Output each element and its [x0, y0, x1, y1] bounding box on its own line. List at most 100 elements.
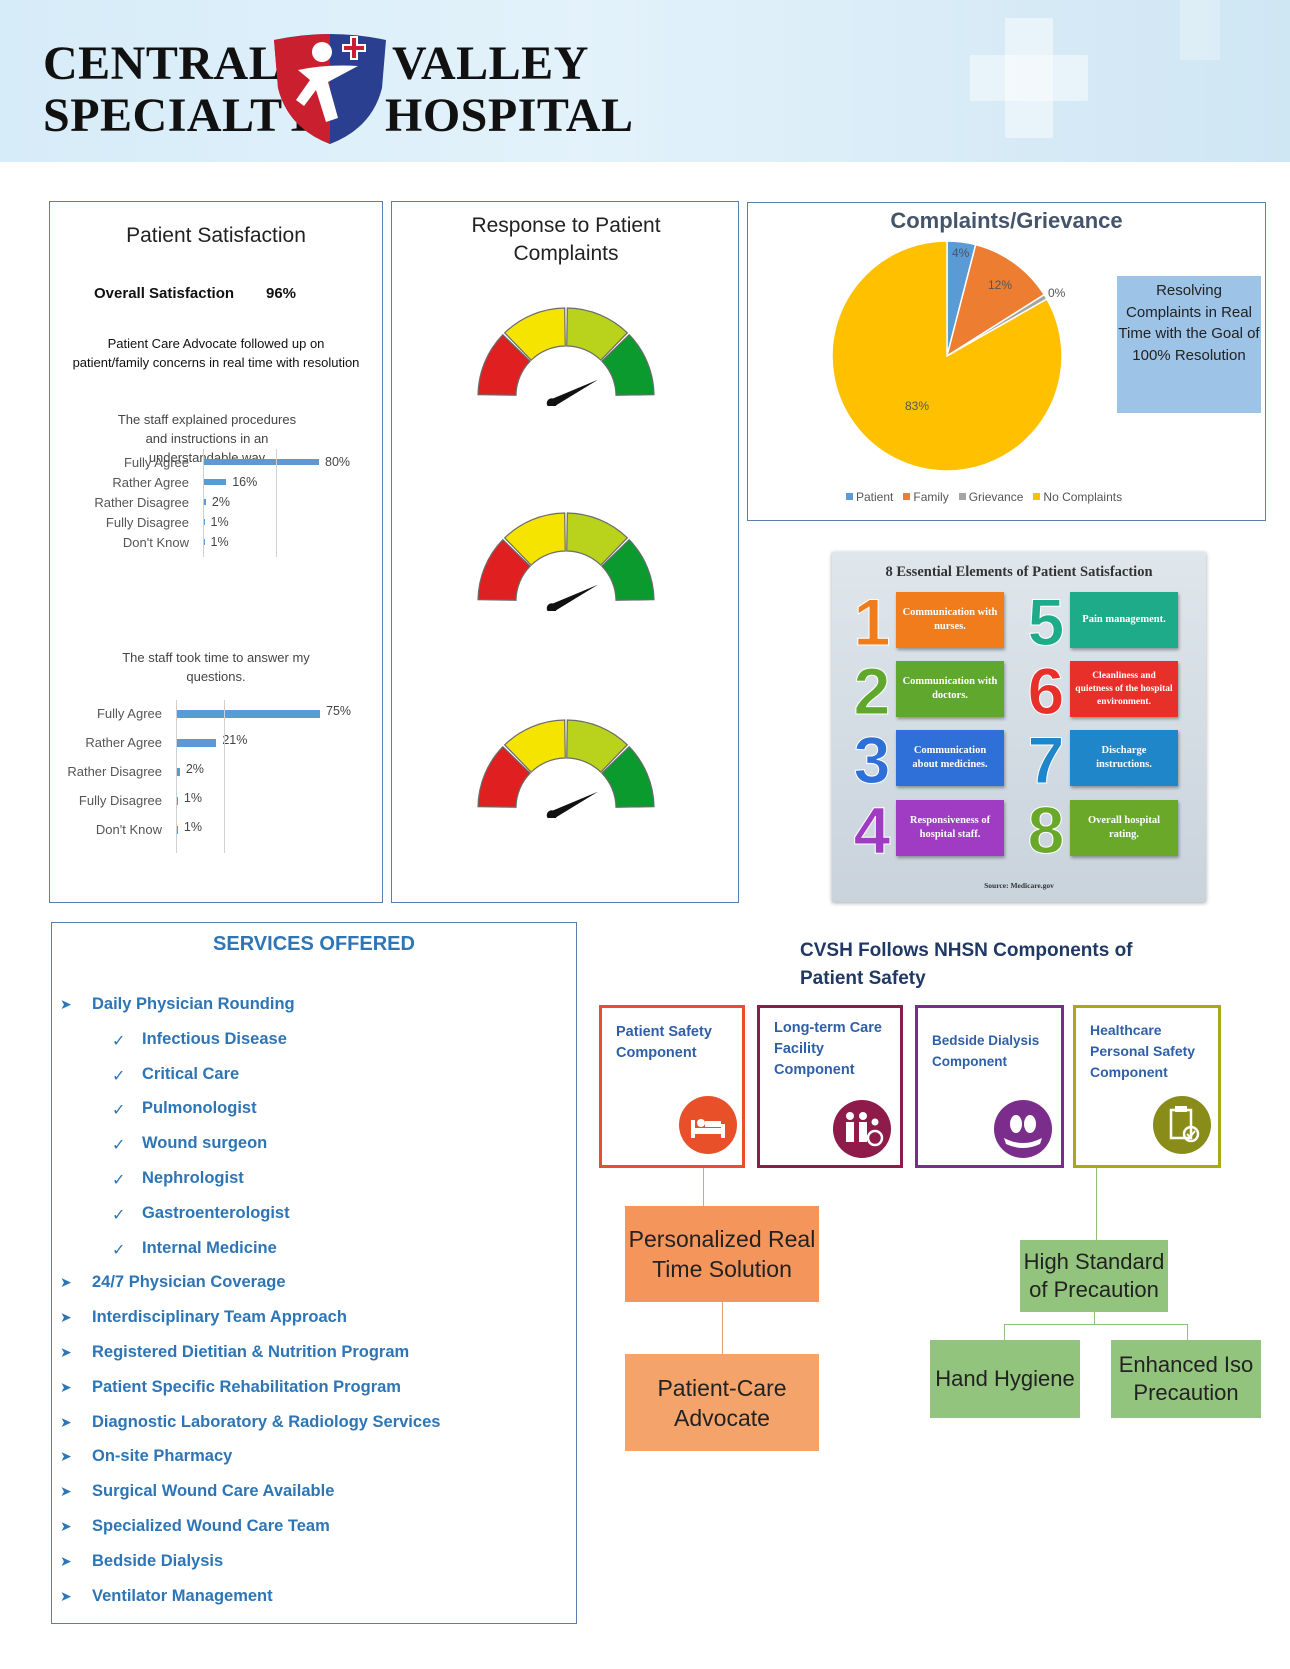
- bar-mark: [176, 710, 320, 718]
- connector-line: [1094, 1312, 1095, 1324]
- element-number: 5: [1027, 585, 1065, 659]
- arrow-bullet-icon: ➤: [60, 1552, 72, 1569]
- component-label: Long-term Care Facility Component: [774, 1020, 882, 1078]
- bar-value-label: 75%: [326, 704, 352, 718]
- bar-value-label: 2%: [211, 495, 230, 509]
- advocate-followup-text: Patient Care Advocate followed up on pat…: [72, 336, 360, 370]
- arrow-bullet-icon: ➤: [60, 1448, 72, 1465]
- connector-line: [1004, 1324, 1005, 1340]
- gauge-segment: [477, 745, 531, 808]
- element-label-box: Communication with doctors.: [896, 661, 1004, 717]
- gauge-segment: [566, 307, 629, 361]
- gauge-needle: [549, 584, 599, 611]
- element-label-box: Overall hospital rating.: [1070, 800, 1178, 856]
- element-label-box: Communication with nurses.: [896, 592, 1004, 648]
- arrow-bullet-icon: ➤: [60, 996, 72, 1012]
- element-number: 2: [853, 654, 891, 728]
- high-standard-precaution-box: High Standard of Precaution: [1020, 1240, 1168, 1312]
- gauge-segment: [601, 538, 655, 601]
- element-number: 6: [1027, 654, 1065, 728]
- service-item: On-site Pharmacy: [92, 1447, 233, 1466]
- gauge-segment: [566, 512, 629, 566]
- gauge-needle: [549, 791, 599, 818]
- nhsn-title-line1: CVSH Follows NHSN Components of: [800, 940, 1133, 961]
- bar-value-label: 1%: [183, 820, 202, 834]
- response-title: Response to Patient Complaints: [471, 214, 661, 265]
- gauge-segment: [477, 333, 531, 396]
- bar-axis-line: [203, 449, 204, 557]
- checkmark-icon: ✓: [112, 1206, 126, 1224]
- bar-category-label: Don't Know: [122, 535, 189, 550]
- arrow-bullet-icon: ➤: [60, 1518, 72, 1534]
- service-subitem: Internal Medicine: [142, 1238, 277, 1257]
- bar-mark: [203, 479, 227, 485]
- hospital-shield-logo-icon: [274, 34, 386, 144]
- service-item: Bedside Dialysis: [92, 1551, 224, 1570]
- bar-value-label: 1%: [183, 791, 202, 805]
- bar-mark: [176, 768, 180, 776]
- header-banner: CENTRAL SPECIALTY VALLEY HOSPITAL: [0, 0, 1290, 162]
- element-number: 1: [853, 585, 891, 659]
- connector-line: [703, 1168, 704, 1206]
- logo-word-central: CENTRAL: [43, 37, 282, 90]
- arrow-bullet-icon: ➤: [60, 1309, 72, 1326]
- checkmark-icon: ✓: [112, 1067, 126, 1085]
- checkmark-icon: ✓: [112, 1102, 126, 1120]
- element-label-box: Communication about medicines.: [896, 730, 1004, 786]
- service-item: Registered Dietitian & Nutrition Program: [92, 1343, 410, 1361]
- bar-category-label: Rather Disagree: [94, 495, 189, 510]
- gauge-segment: [503, 719, 566, 773]
- bar-category-label: Fully Agree: [96, 706, 162, 721]
- checkmark-icon: ✓: [112, 1137, 126, 1155]
- clipboard-check-icon: [1153, 1096, 1211, 1154]
- checkmark-icon: ✓: [112, 1241, 126, 1259]
- checkmark-icon: ✓: [112, 1172, 126, 1189]
- personalized-solution-box: Personalized Real Time Solution: [625, 1206, 819, 1302]
- gauge-needle: [549, 379, 599, 406]
- service-item: Surgical Wound Care Available: [92, 1482, 335, 1501]
- service-item: Daily Physician Rounding: [92, 995, 295, 1013]
- element-label-box: Cleanliness and quietness of the hospita…: [1070, 661, 1178, 717]
- gauge-segment: [601, 745, 655, 808]
- logo-word-hospital: HOSPITAL: [385, 89, 634, 142]
- essential-elements-title: 8 Essential Elements of Patient Satisfac…: [885, 564, 1153, 580]
- service-item: Ventilator Management: [92, 1586, 273, 1605]
- patient-satisfaction-title: Patient Satisfaction: [126, 224, 306, 247]
- pie-legend: Patient Family Grievance No Complaints: [846, 490, 1122, 504]
- bar-mark: [203, 459, 319, 465]
- arrow-bullet-icon: ➤: [60, 1274, 72, 1291]
- pie-slice-no-complaints: [831, 240, 1063, 472]
- bar-grid-line: [224, 700, 225, 853]
- chart2-question: The staff took time to answer my questio…: [122, 650, 310, 684]
- service-subitem: Nephrologist: [142, 1169, 244, 1187]
- bar-value-label: 80%: [325, 455, 351, 469]
- elements-source: Source: Medicare.gov: [984, 881, 1054, 890]
- component-label: Bedside Dialysis Component: [932, 1033, 1040, 1069]
- bar-category-label: Fully Disagree: [78, 793, 162, 808]
- pie-slice-family: [945, 243, 1046, 358]
- gauge-meter: [477, 512, 655, 611]
- resolution-note: Resolving Complaints in Real Time with t…: [1117, 276, 1261, 413]
- component-healthcare-personal-safety: Healthcare Personal Safety Component: [1073, 1005, 1221, 1168]
- component-long-term-care: Long-term Care Facility Component: [757, 1005, 903, 1168]
- element-label-box: Responsiveness of hospital staff.: [896, 800, 1004, 856]
- element-label-box: Discharge instructions.: [1070, 730, 1178, 786]
- overall-satisfaction-value: 96%: [266, 285, 297, 302]
- bed-patient-icon: [679, 1096, 737, 1154]
- service-item: Diagnostic Laboratory & Radiology Servic…: [92, 1412, 441, 1431]
- connector-line: [1004, 1324, 1188, 1325]
- background-cross-icon: [1005, 18, 1053, 138]
- element-number: 7: [1027, 723, 1065, 797]
- arrow-bullet-icon: ➤: [60, 1378, 72, 1395]
- bar-category-label: Rather Agree: [85, 735, 162, 750]
- service-subitem: Critical Care: [142, 1064, 240, 1083]
- bar-mark: [176, 739, 217, 747]
- bar-category-label: Rather Disagree: [67, 764, 162, 779]
- component-patient-safety: Patient Safety Component: [599, 1005, 745, 1168]
- bar-mark: [203, 499, 206, 505]
- component-bedside-dialysis: Bedside Dialysis Component: [915, 1005, 1064, 1168]
- response-panel: Response to Patient Complaints: [391, 201, 739, 903]
- service-subitem: Infectious Disease: [142, 1029, 287, 1048]
- service-subitem: Gastroenterologist: [142, 1203, 290, 1222]
- services-panel: SERVICES OFFERED ➤Daily Physician Roundi…: [51, 922, 577, 1624]
